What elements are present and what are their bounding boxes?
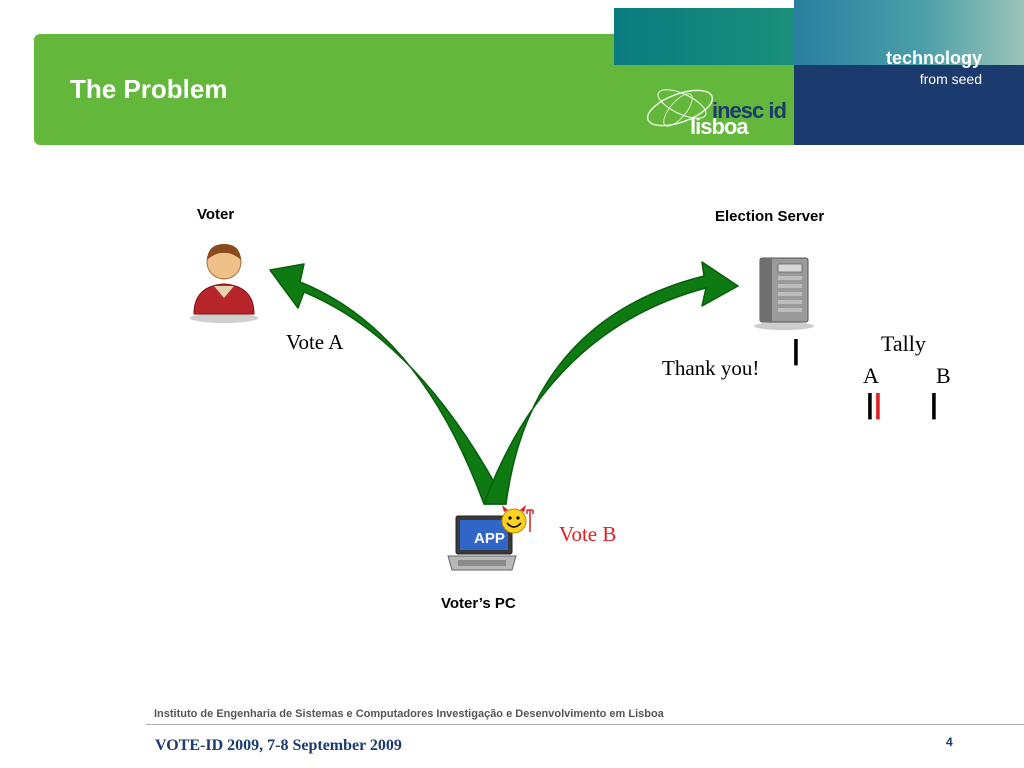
vote-b-label: Vote B	[559, 522, 617, 546]
devil-smiley-icon	[501, 505, 534, 534]
footer-conference: VOTE-ID 2009, 7-8 September 2009	[155, 737, 402, 754]
header-dandelion-image	[794, 0, 1024, 65]
thank-you-label: Thank you!	[662, 356, 760, 380]
voter-label: Voter	[197, 206, 235, 223]
header-navy-panel	[794, 0, 1024, 145]
slide-title: The Problem	[70, 74, 228, 104]
footer-divider	[146, 724, 1024, 725]
laptop-icon	[447, 515, 517, 571]
vote-a-label: Vote A	[286, 330, 344, 354]
logo-top-text: inesc id	[712, 98, 787, 123]
tally-a-added-mark: |	[874, 388, 882, 419]
arrow-pc-to-voter	[269, 263, 507, 505]
tagline-sub: from seed	[919, 71, 982, 87]
tally-col-b: B	[936, 363, 951, 388]
inesc-id-logo: inesc id lisboa	[640, 68, 790, 140]
voter-person-icon	[190, 244, 258, 323]
logo-swirl-icon	[646, 89, 714, 127]
page-number: 4	[946, 735, 953, 749]
tally-col-a: A	[863, 363, 879, 388]
tally-a-existing-mark: |	[866, 388, 874, 419]
footer-institute: Instituto de Engenharia de Sistemas e Co…	[154, 708, 664, 720]
server-label: Election Server	[715, 208, 825, 225]
receipt-mark: |	[792, 334, 800, 365]
header-teal-strip	[614, 8, 794, 65]
arrow-pc-to-server	[483, 261, 739, 505]
server-icon	[754, 257, 814, 330]
tally-title: Tally	[881, 331, 926, 356]
logo-bottom-text: lisboa	[690, 114, 749, 139]
tally-b-mark: |	[930, 388, 938, 419]
app-label: APP	[474, 530, 505, 547]
tagline-main: technology	[885, 48, 982, 68]
pc-label: Voter’s PC	[441, 595, 516, 612]
